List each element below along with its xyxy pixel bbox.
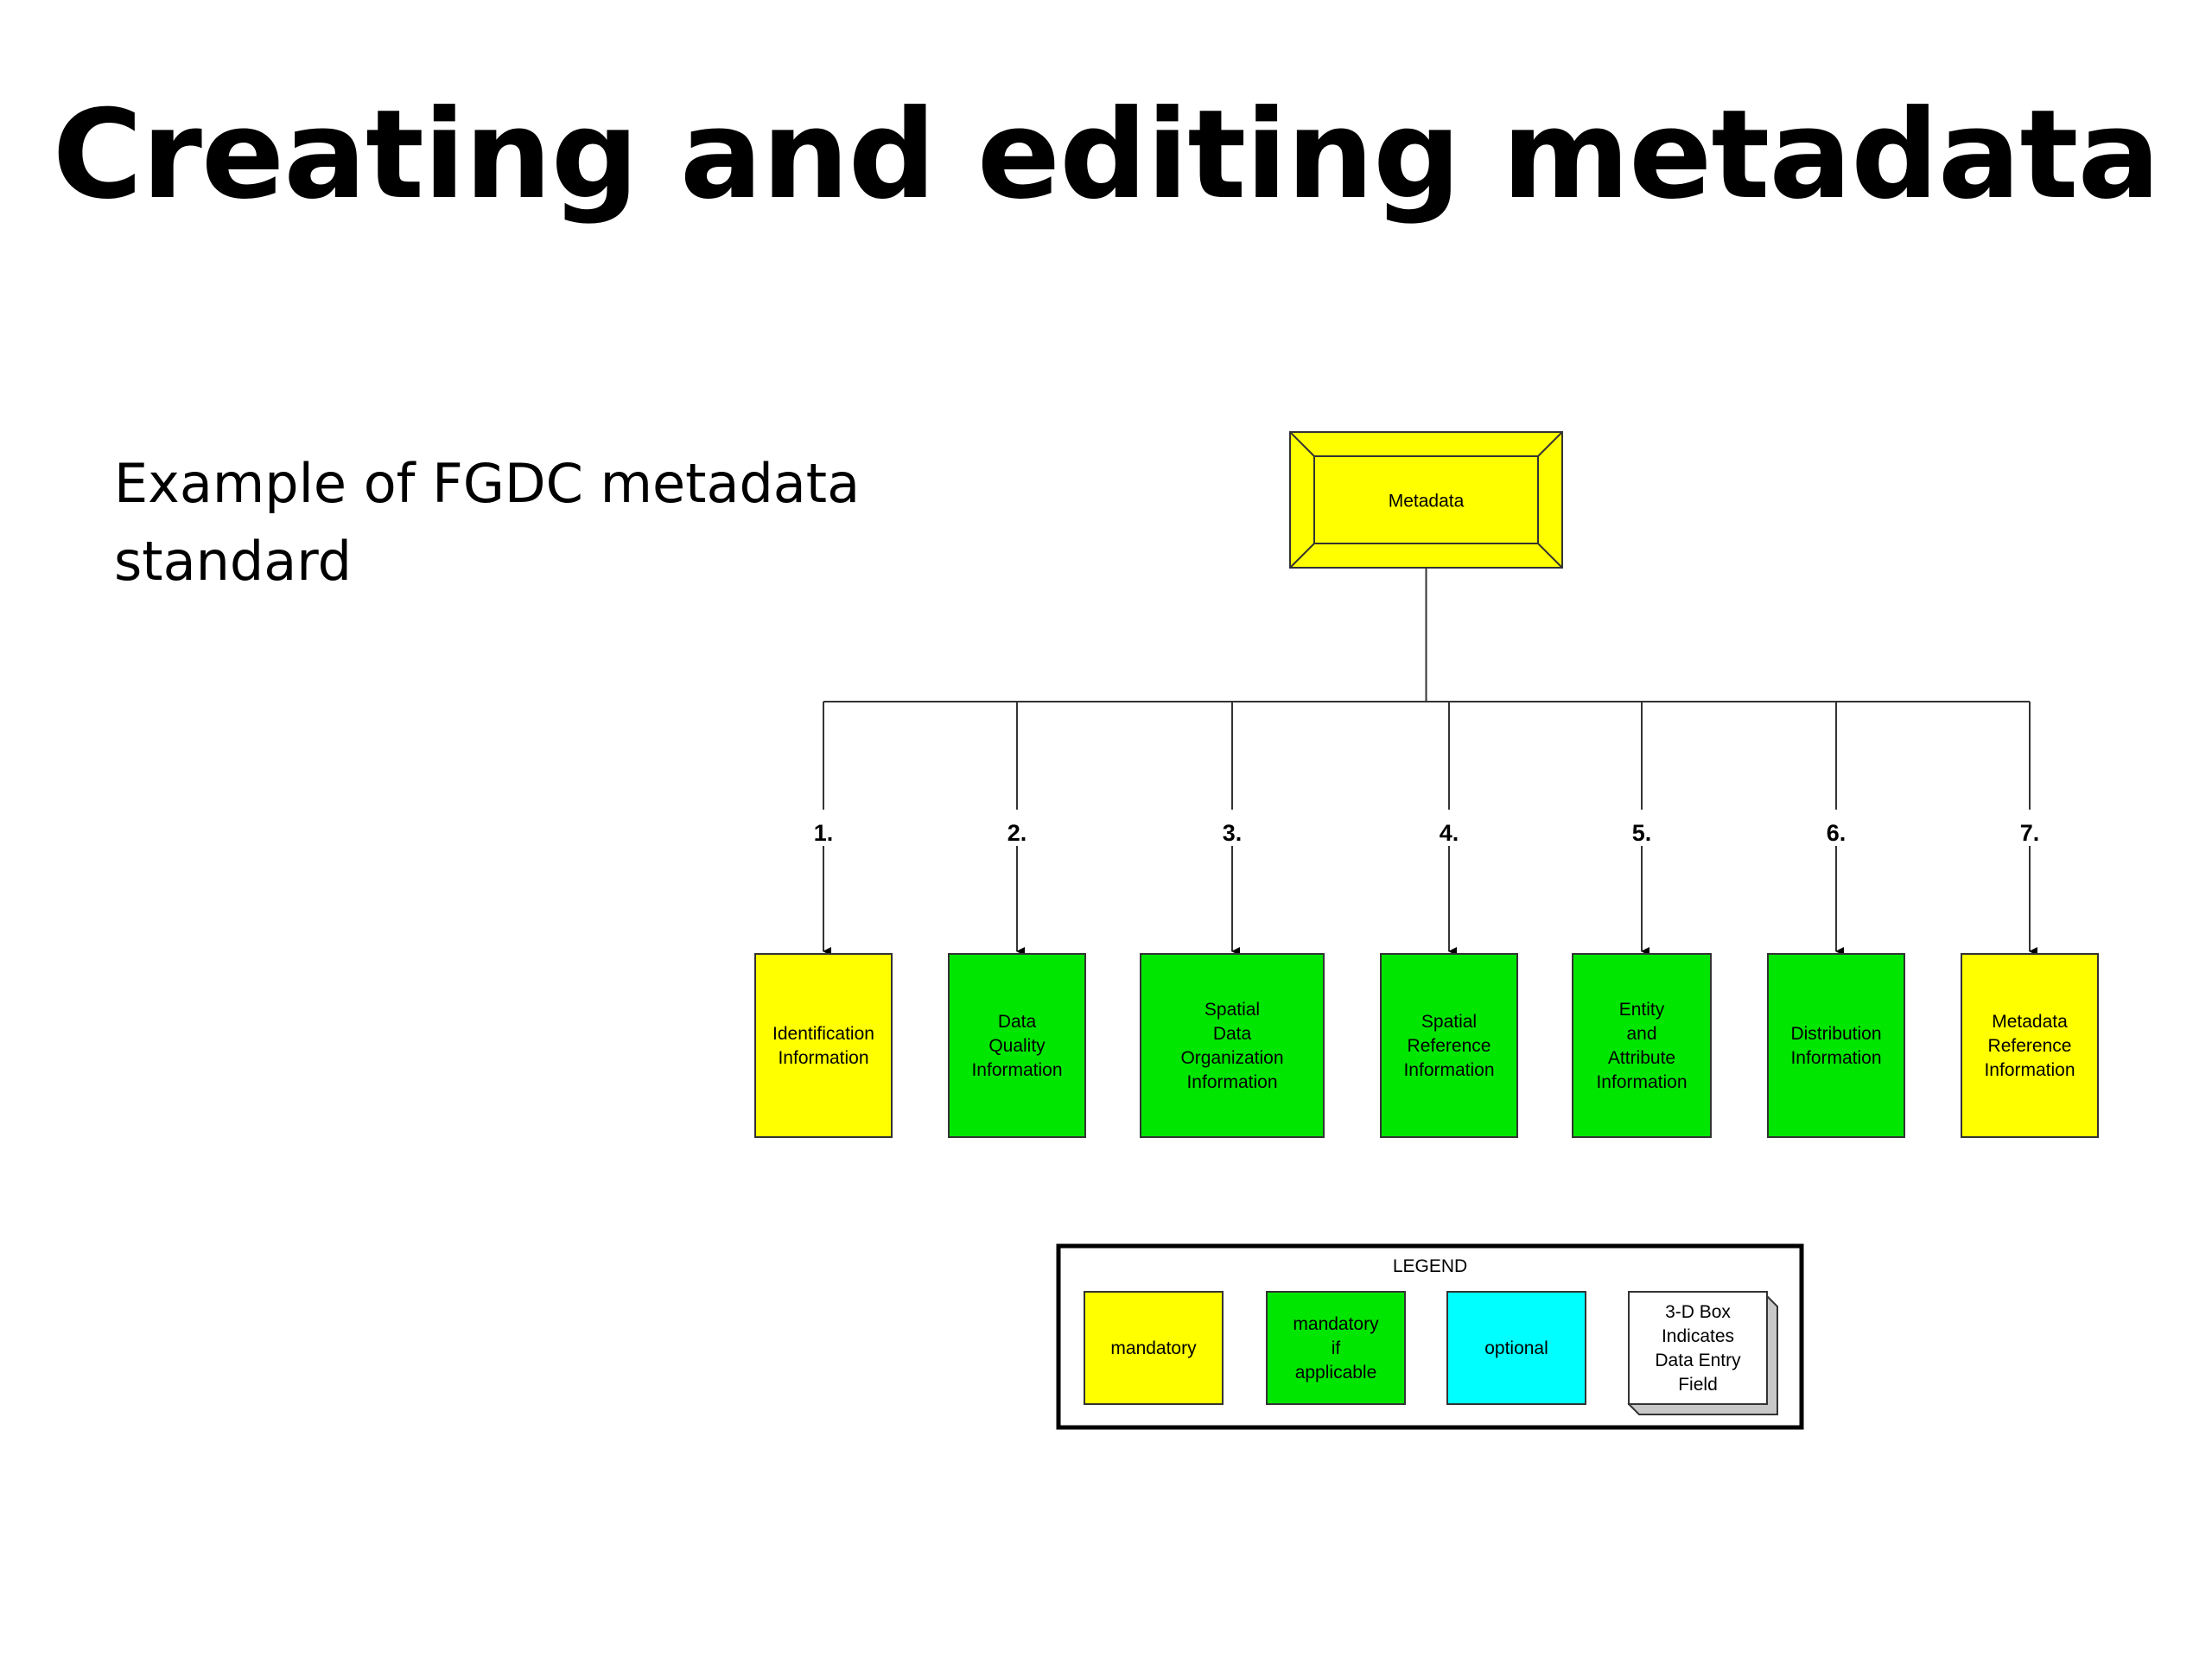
section-number: 1.: [814, 820, 834, 846]
section-node-label: Information: [1403, 1060, 1494, 1080]
section-node-label: Data: [1213, 1024, 1252, 1044]
root-node-label: Metadata: [1389, 492, 1465, 512]
root-node-bevel: [1537, 543, 1563, 569]
section-node-label: Information: [778, 1048, 868, 1068]
section-node-label: Information: [1596, 1072, 1687, 1092]
section-node-label: Information: [1790, 1048, 1881, 1068]
connector-lines: 1. 2. 3. 4. 5. 6. 7.: [814, 568, 2040, 956]
legend-title: LEGEND: [1393, 1256, 1467, 1276]
legend-item-label: if: [1332, 1338, 1341, 1358]
section-node-label: Data: [998, 1012, 1037, 1032]
section-node-label: Spatial: [1421, 1012, 1477, 1032]
root-node-bevel: [1289, 431, 1315, 457]
section-number: 7.: [2020, 820, 2040, 846]
section-node-label: Quality: [988, 1036, 1046, 1056]
section-node-box: [1572, 953, 1712, 1138]
legend-item-label: Data Entry: [1655, 1351, 1741, 1370]
section-number: 6.: [1827, 820, 1847, 846]
legend-item-label: 3-D Box: [1665, 1302, 1731, 1322]
root-node-bevel: [1537, 431, 1563, 457]
section-node-label: Entity: [1619, 1000, 1665, 1020]
diagram-caption: Example of FGDC metadata standard: [114, 452, 861, 593]
legend-item: mandatory if applicable: [1266, 1291, 1406, 1405]
section-node-box: [1140, 953, 1325, 1138]
root-node-bevel: [1289, 543, 1315, 569]
root-node-metadata: Metadata: [1289, 431, 1563, 569]
section-node-label: Identification: [772, 1024, 874, 1044]
legend-swatch: [1084, 1291, 1224, 1405]
section-node-label: Attribute: [1608, 1048, 1675, 1068]
section-node-box: [948, 953, 1086, 1138]
section-node-label: Reference: [1988, 1036, 2072, 1056]
section-node-label: and: [1626, 1024, 1656, 1044]
section-node-box: [1380, 953, 1518, 1138]
root-node-inner-frame: [1313, 455, 1539, 544]
legend-swatch: [1628, 1291, 1768, 1405]
legend-item-label: Field: [1678, 1375, 1718, 1395]
section-node-label: Organization: [1180, 1048, 1283, 1068]
legend: LEGEND mandatory mandatory if applicable opti…: [1056, 1243, 1804, 1430]
section-number: 5.: [1632, 820, 1652, 846]
section-node-label: Information: [971, 1060, 1062, 1080]
section-node-label: Information: [1984, 1060, 2075, 1080]
page-title: Creating and editing metadata: [52, 84, 2161, 226]
root-node-box: [1289, 431, 1563, 569]
legend-swatch: [1446, 1291, 1586, 1405]
section-node-box: [1961, 953, 2099, 1138]
legend-item: mandatory: [1084, 1291, 1224, 1405]
section-node-label: Information: [1186, 1072, 1277, 1092]
legend-swatch: [1266, 1291, 1406, 1405]
section-node-label: Spatial: [1205, 1000, 1260, 1020]
section-node-label: Metadata: [1992, 1012, 2068, 1032]
section-node-box: [754, 953, 893, 1138]
section-number: 2.: [1007, 820, 1027, 846]
section-number: 4.: [1440, 820, 1459, 846]
section-nodes: IdentificationInformationDataQualityInfo…: [754, 953, 2099, 1138]
section-node-box: [1767, 953, 1905, 1138]
legend-item-label: optional: [1484, 1338, 1548, 1358]
legend-item-label: mandatory: [1293, 1314, 1379, 1334]
legend-item: optional: [1446, 1291, 1586, 1405]
legend-item-label: Indicates: [1662, 1326, 1734, 1346]
section-node-label: Distribution: [1790, 1024, 1881, 1044]
legend-item-label: mandatory: [1110, 1338, 1197, 1358]
section-number: 3.: [1223, 820, 1243, 846]
section-node-label: Reference: [1408, 1036, 1491, 1056]
legend-item-label: applicable: [1295, 1363, 1377, 1382]
